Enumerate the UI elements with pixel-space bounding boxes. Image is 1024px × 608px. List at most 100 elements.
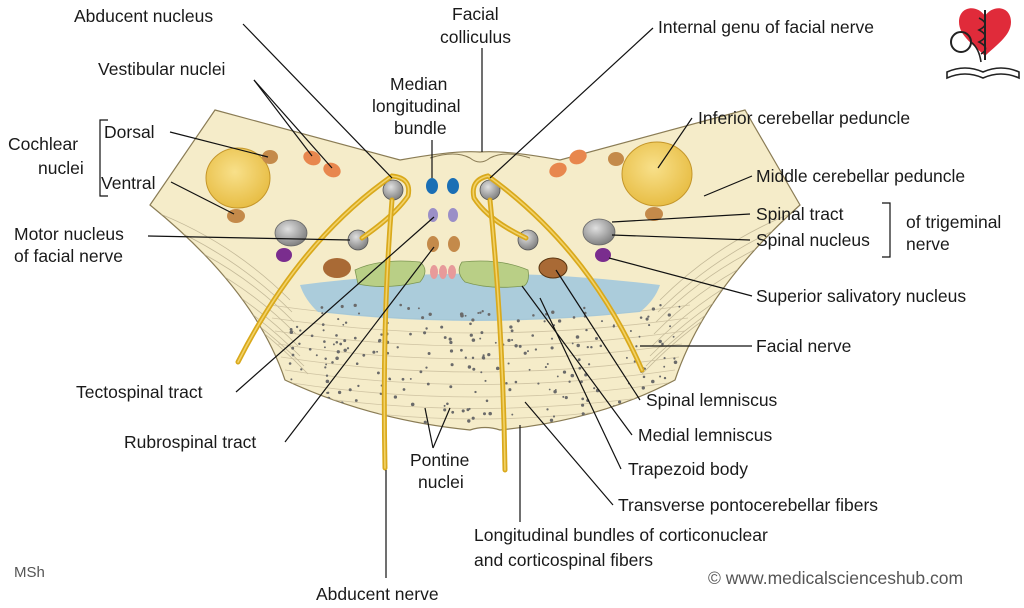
label-spinal-lemniscus: Spinal lemniscus xyxy=(646,390,778,410)
pontine-dot xyxy=(320,306,324,309)
pontine-dot xyxy=(443,336,447,339)
label-facial-nerve: Facial nerve xyxy=(756,336,851,356)
pontine-dot xyxy=(425,366,428,369)
pontine-dot xyxy=(581,397,585,401)
pontine-dot xyxy=(546,408,549,411)
pontine-dot xyxy=(616,418,619,421)
pontine-dot xyxy=(495,366,500,371)
pontine-dot xyxy=(647,315,650,318)
pontine-dot xyxy=(494,341,497,344)
pontine-dot xyxy=(583,306,586,310)
label-longitudinal-2: and corticospinal fibers xyxy=(474,550,653,570)
pink-nucleus-1 xyxy=(430,265,438,279)
pontine-dot xyxy=(629,329,632,333)
pontine-dot xyxy=(488,411,492,416)
label-transverse-fibers: Transverse pontocerebellar fibers xyxy=(618,495,878,515)
pontine-dot xyxy=(673,360,678,365)
pontine-dot xyxy=(663,376,667,380)
pontine-dot xyxy=(562,395,565,398)
pontine-dot xyxy=(487,352,491,357)
pontine-dot xyxy=(288,362,292,365)
pontine-dot xyxy=(425,327,428,330)
label-tectospinal: Tectospinal tract xyxy=(76,382,203,402)
pontine-dot xyxy=(362,353,366,357)
pontine-dot xyxy=(346,347,350,350)
pontine-dot xyxy=(290,420,293,424)
pontine-dot xyxy=(449,340,453,345)
pontine-dot xyxy=(402,388,406,391)
pontine-dot xyxy=(410,402,415,407)
pontine-dot xyxy=(642,375,646,379)
label-inferior-cerebellar-peduncle: Inferior cerebellar peduncle xyxy=(698,108,910,128)
pontine-dot xyxy=(331,361,334,364)
facial-colliculus-outline xyxy=(429,153,531,163)
pontine-dot xyxy=(673,357,676,360)
pontine-dot xyxy=(357,384,360,388)
pontine-dot xyxy=(324,366,327,369)
pontine-dot xyxy=(641,386,645,390)
credit-text: MSh xyxy=(14,564,45,581)
spinal-trigeminal-nucleus-left xyxy=(274,219,308,247)
pontine-dot xyxy=(585,328,588,332)
pontine-dot xyxy=(663,357,666,360)
pontine-dot xyxy=(336,350,340,354)
pontine-dot xyxy=(570,373,575,378)
label-mlb-2: longitudinal xyxy=(372,96,461,116)
label-facial-colliculus-2: colliculus xyxy=(440,27,511,47)
pontine-dot xyxy=(289,330,294,335)
pontine-dot xyxy=(291,353,295,357)
pontine-dot xyxy=(325,374,329,377)
dorsal-cochlear-nucleus-left xyxy=(205,147,271,209)
mlf-right xyxy=(447,178,459,194)
pontine-dot xyxy=(469,322,472,326)
label-abducent-nucleus: Abducent nucleus xyxy=(74,6,213,26)
rubrospinal-tract-left xyxy=(427,236,439,252)
copyright-text: © www.medicalscienceshub.com xyxy=(708,568,963,588)
label-trapezoid: Trapezoid body xyxy=(628,459,748,479)
abducent-nerve-right xyxy=(487,197,508,473)
pontine-dot xyxy=(507,362,510,365)
pontine-dot xyxy=(343,339,347,343)
pontine-dot xyxy=(449,349,454,353)
mlf-left xyxy=(426,178,438,194)
pontine-dot xyxy=(325,363,328,366)
spinal-lemniscus-left xyxy=(323,258,351,278)
pontine-dot xyxy=(599,344,603,348)
pontine-dot xyxy=(407,307,411,310)
pontine-dot xyxy=(593,387,596,390)
pontine-dot xyxy=(325,379,330,384)
tectospinal-tract-right xyxy=(448,208,458,222)
label-cochlear-1: Cochlear xyxy=(8,134,78,154)
pontine-dot xyxy=(543,320,546,323)
pontine-dot xyxy=(319,409,323,412)
pontine-dot xyxy=(471,416,475,420)
pontine-dot xyxy=(299,329,302,332)
pontine-dot xyxy=(440,325,444,329)
vestibular-nucleus-3 xyxy=(549,162,567,178)
pontine-dot xyxy=(511,338,514,342)
pontine-dot xyxy=(332,343,335,346)
label-vestibular-nuclei: Vestibular nuclei xyxy=(98,59,225,79)
pontine-dot xyxy=(421,316,425,320)
pontine-dot xyxy=(651,379,655,384)
pontine-dot xyxy=(324,357,327,360)
pontine-dot xyxy=(508,388,512,392)
pontine-dot xyxy=(323,340,326,343)
pontine-dot xyxy=(523,351,527,355)
pontine-dot xyxy=(509,325,513,329)
pontine-dot xyxy=(482,412,487,416)
pontine-dot xyxy=(337,390,342,395)
pontine-dot xyxy=(586,345,589,349)
label-superior-salivatory: Superior salivatory nucleus xyxy=(756,286,966,306)
superior-salivatory-nucleus-right xyxy=(595,248,611,262)
pontine-dot xyxy=(590,345,593,349)
label-pontine-2: nuclei xyxy=(418,472,464,492)
pontine-dot xyxy=(659,304,662,307)
pontine-dot xyxy=(666,411,669,414)
pontine-dot xyxy=(399,303,403,307)
pontine-dot xyxy=(464,314,467,317)
label-spinal-nucleus: Spinal nucleus xyxy=(756,230,870,250)
dorsal-cochlear-small-right xyxy=(608,152,624,166)
pontine-dot xyxy=(294,399,297,401)
pontine-dot xyxy=(625,356,628,359)
